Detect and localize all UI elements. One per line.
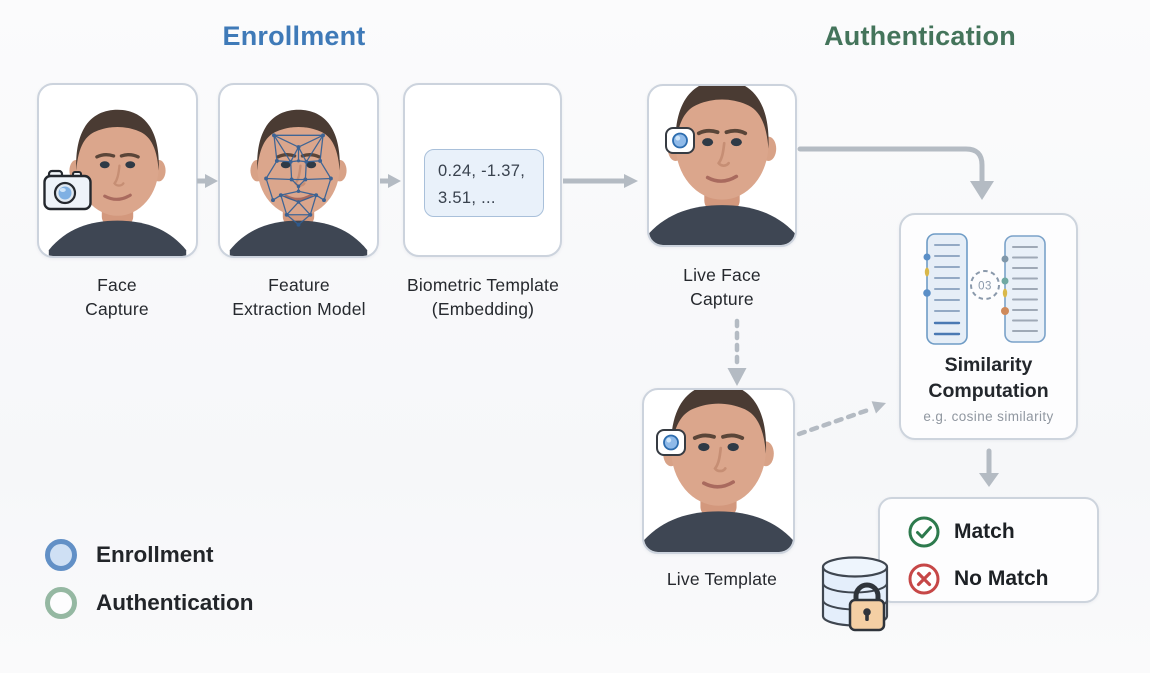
biometric-template-card: 0.24, -1.37, 3.51, ...: [403, 83, 562, 257]
legend-enrollment-label: Enrollment: [96, 542, 214, 567]
live-face-capture-card: [647, 84, 797, 247]
face-capture-label: Face Capture: [27, 273, 207, 321]
legend-enrollment-circle-icon: [45, 539, 77, 571]
face-capture-card: [37, 83, 198, 258]
dashed-arrow-livetemplate-to-similarity: [796, 401, 886, 437]
camera-chip-icon: [656, 429, 686, 456]
match-label: Match: [954, 520, 1015, 543]
arrow-face-to-feature: [197, 174, 218, 188]
live-face-portrait-illustration: [649, 86, 795, 245]
live-face-label-line2: Capture: [690, 289, 754, 309]
dashed-arrow-liveface-to-livetemplate: [727, 318, 747, 386]
face-mesh-illustration: [228, 108, 369, 256]
match-result-box: Match No Match: [878, 497, 1099, 603]
comparison-badge-circle: [970, 270, 1000, 300]
legend-authentication-circle-icon: [45, 587, 77, 619]
comparison-badge-text: 03: [978, 281, 992, 293]
face-capture-label-line2: Capture: [85, 299, 149, 319]
legend-authentication-label: Authentication: [96, 590, 254, 615]
biometric-template-label: Biometric Template (Embedding): [388, 273, 578, 321]
secure-database-icon: [821, 556, 889, 632]
similarity-title-line1: Similarity: [944, 354, 1033, 376]
live-template-label: Live Template: [666, 569, 778, 589]
live-template-portrait-illustration: [644, 390, 793, 552]
enrollment-section-title: Enrollment: [222, 21, 366, 51]
face-capture-label-line1: Face: [97, 275, 137, 295]
camera-icon: [43, 169, 92, 211]
authentication-section-title: Authentication: [824, 21, 1016, 51]
embedding-vector-box: 0.24, -1.37, 3.51, ...: [424, 149, 544, 217]
arrow-template-to-liveface: [563, 174, 638, 188]
live-face-capture-label: Live Face Capture: [647, 263, 797, 311]
biometric-template-label-line2: (Embedding): [431, 299, 535, 319]
similarity-title: Similarity Computation: [901, 352, 1076, 404]
no-match-label: No Match: [954, 567, 1049, 590]
similarity-subtitle: e.g. cosine similarity: [923, 409, 1054, 424]
embedding-line-2: 3.51, ...: [438, 189, 496, 207]
similarity-computation-box: 03 Similarity Computation e.g. cosine si…: [899, 213, 1078, 440]
match-check-icon: [908, 516, 940, 548]
vector-comparison-illustration: 03: [923, 233, 1046, 345]
embedding-line-1: 0.24, -1.37,: [438, 162, 526, 180]
live-face-label-line1: Live Face: [683, 265, 761, 285]
feature-extraction-label-line1: Feature: [268, 275, 330, 295]
arrow-similarity-to-result: [979, 448, 999, 487]
arrow-feature-to-template: [380, 174, 401, 188]
feature-extraction-label-line2: Extraction Model: [232, 299, 366, 319]
arrow-liveface-to-similarity: [797, 146, 994, 200]
live-template-card: [642, 388, 795, 554]
feature-extraction-card: [218, 83, 379, 258]
biometric-template-label-line1: Biometric Template: [406, 275, 560, 295]
feature-extraction-label: Feature Extraction Model: [199, 273, 399, 321]
camera-chip-icon: [665, 127, 695, 154]
no-match-x-icon: [908, 563, 940, 595]
similarity-title-line2: Computation: [928, 380, 1049, 402]
lock-icon: [848, 582, 886, 632]
